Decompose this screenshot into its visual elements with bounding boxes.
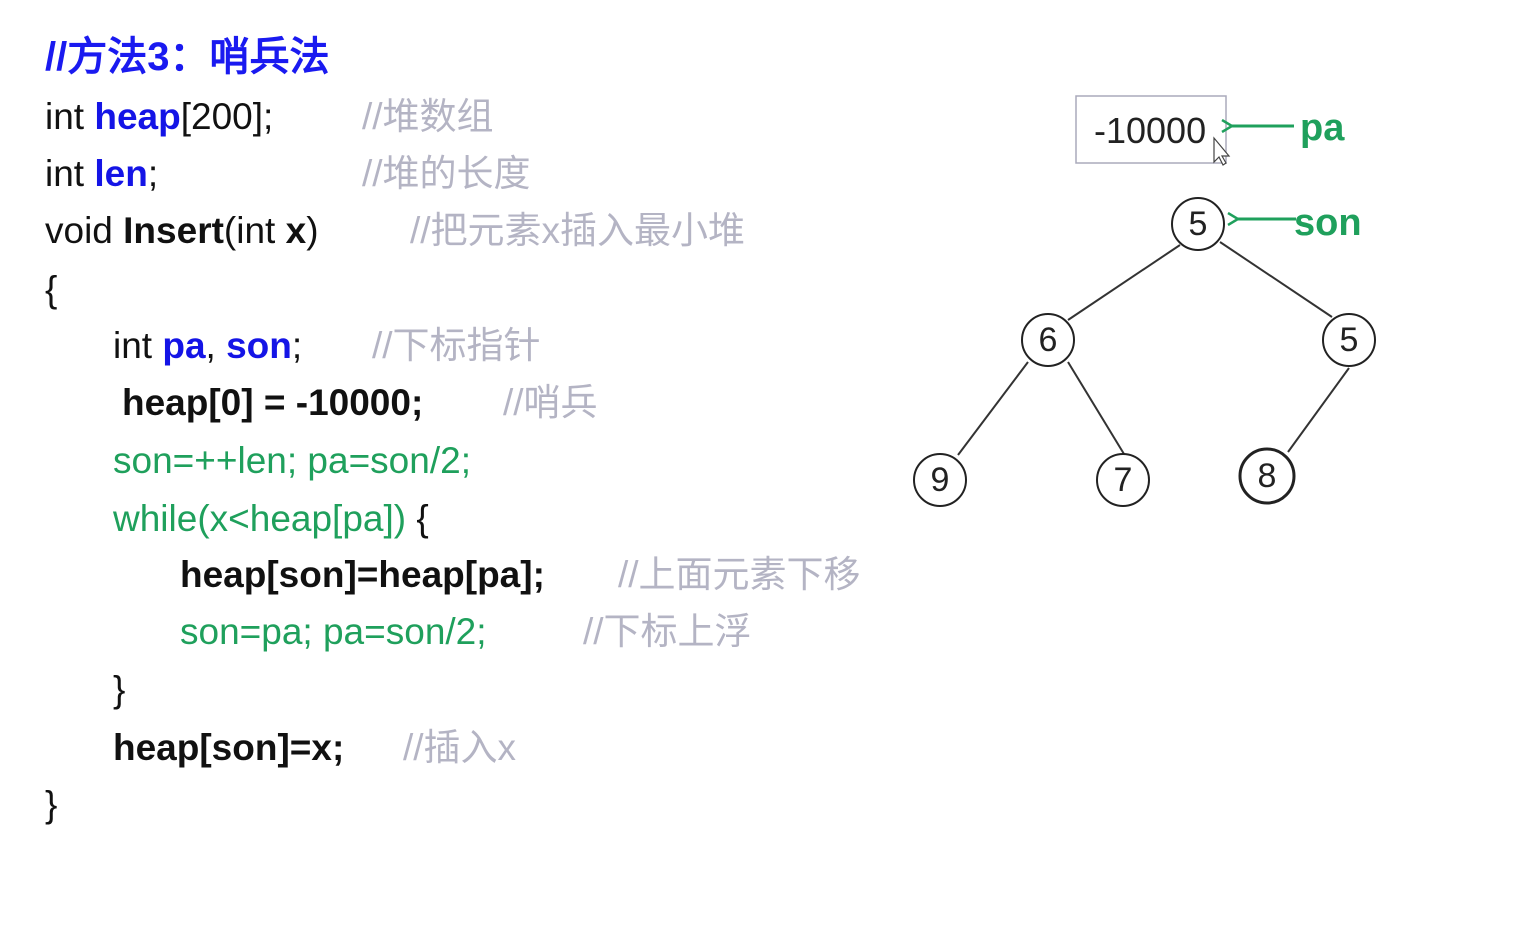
code-comment: //下标上浮 bbox=[583, 611, 752, 652]
code-token: int bbox=[45, 153, 95, 194]
code-token: int bbox=[113, 325, 163, 366]
code-token: ) bbox=[306, 210, 319, 251]
code-token: son=pa; pa=son/2; bbox=[180, 611, 487, 652]
code-comment: //堆的长度 bbox=[362, 153, 531, 194]
code-token: ; bbox=[291, 325, 303, 366]
code-token: son=++len; pa=son/2; bbox=[113, 440, 471, 481]
code-line: heap[son]=x; bbox=[113, 726, 344, 770]
code-line: heap[son]=heap[pa]; bbox=[180, 553, 545, 597]
sentinel-box: -10000 bbox=[1075, 95, 1227, 164]
svg-text:9: 9 bbox=[931, 461, 950, 499]
tree-node: 5 bbox=[1322, 313, 1376, 367]
tree-edge bbox=[1287, 367, 1350, 453]
tree-edge bbox=[957, 361, 1029, 456]
code-token: heap[son]=heap[pa]; bbox=[180, 554, 545, 595]
code-token: (int bbox=[223, 210, 286, 251]
code-comment: //堆数组 bbox=[362, 96, 494, 137]
code-comment: //插入x bbox=[403, 727, 517, 768]
code-token: , bbox=[205, 325, 227, 366]
sentinel-value: -10000 bbox=[1094, 110, 1206, 151]
code-token: Insert bbox=[123, 210, 224, 251]
tree-node: 5 bbox=[1171, 197, 1225, 251]
code-line: while(x<heap[pa]) { bbox=[113, 497, 429, 541]
code-line: int pa, son; bbox=[113, 324, 302, 368]
svg-text:7: 7 bbox=[1114, 461, 1133, 499]
slide-title: //方法3：哨兵法 bbox=[45, 35, 329, 80]
code-token: { bbox=[45, 269, 58, 310]
svg-text:6: 6 bbox=[1039, 321, 1058, 359]
mouse-cursor-icon bbox=[1213, 136, 1231, 166]
code-comment: //下标指针 bbox=[372, 325, 541, 366]
code-line: { bbox=[45, 268, 57, 312]
code-token: len bbox=[94, 153, 148, 194]
code-comment: //哨兵 bbox=[503, 382, 598, 423]
tree-node: 8 bbox=[1238, 447, 1296, 505]
tree-edge bbox=[1067, 244, 1181, 321]
code-token: while(x<heap[pa]) bbox=[113, 498, 407, 539]
code-token: } bbox=[113, 669, 126, 710]
son-label: son bbox=[1294, 202, 1362, 244]
svg-text:5: 5 bbox=[1340, 321, 1359, 359]
code-token: son bbox=[226, 325, 292, 366]
code-line: int len; bbox=[45, 152, 158, 196]
code-token: [200]; bbox=[180, 96, 274, 137]
code-token: x bbox=[285, 210, 307, 251]
tree-edge bbox=[1219, 241, 1333, 318]
svg-text:5: 5 bbox=[1189, 205, 1208, 243]
code-token: heap[son]=x; bbox=[113, 727, 345, 768]
tree-edge bbox=[1067, 361, 1125, 455]
svg-text:8: 8 bbox=[1258, 457, 1277, 495]
tree-node: 6 bbox=[1021, 313, 1075, 367]
code-line: heap[0] = -10000; bbox=[122, 381, 423, 425]
code-comment: //把元素x插入最小堆 bbox=[410, 210, 746, 251]
tree-edges bbox=[957, 241, 1350, 456]
code-line: son=pa; pa=son/2; bbox=[180, 610, 487, 654]
code-token: int bbox=[45, 96, 95, 137]
code-token: heap bbox=[94, 96, 181, 137]
code-token: { bbox=[406, 498, 429, 539]
code-token: } bbox=[45, 784, 58, 825]
code-token: ; bbox=[147, 153, 159, 194]
code-line: } bbox=[113, 668, 125, 712]
code-line: son=++len; pa=son/2; bbox=[113, 439, 471, 483]
code-comment: //上面元素下移 bbox=[618, 554, 861, 595]
code-token: pa bbox=[162, 325, 206, 366]
code-token: heap[0] = -10000; bbox=[122, 382, 424, 423]
code-line: void Insert(int x) bbox=[45, 209, 319, 253]
code-token: //方法3：哨兵法 bbox=[45, 35, 330, 79]
tree-node: 7 bbox=[1096, 453, 1150, 507]
code-line: } bbox=[45, 783, 57, 827]
pa-label: pa bbox=[1300, 107, 1345, 149]
tree-node: 9 bbox=[913, 453, 967, 507]
code-line: int heap[200]; bbox=[45, 95, 273, 139]
code-token: void bbox=[45, 210, 124, 251]
